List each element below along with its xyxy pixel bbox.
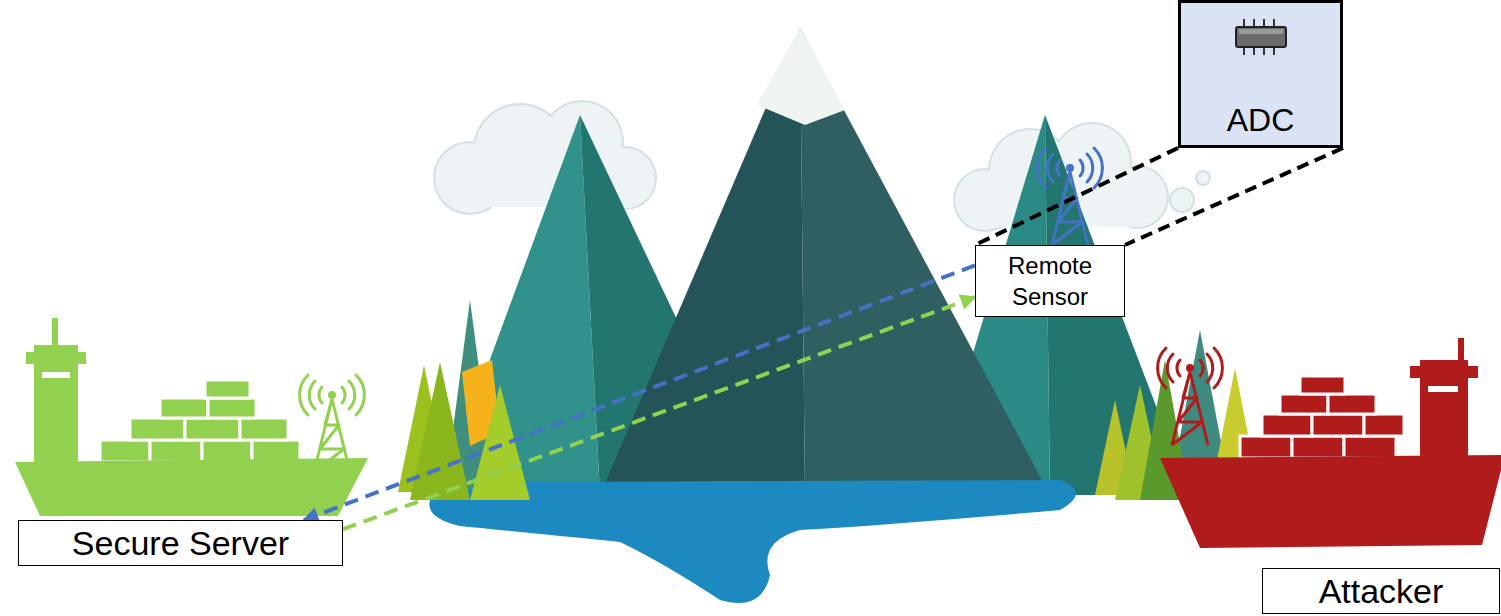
- container: [1364, 414, 1404, 436]
- ship-window: [1428, 386, 1458, 392]
- attacker-label-box: Attacker: [1262, 568, 1500, 614]
- containers: [1240, 376, 1404, 458]
- sensor-label-box: Remote Sensor: [975, 245, 1125, 317]
- snow-cap: [757, 28, 845, 125]
- cloud-bubble: [1196, 171, 1210, 185]
- node-label: ADC: [1227, 102, 1295, 139]
- signal-arrow: [304, 265, 975, 520]
- node-label: Remote Sensor: [1008, 252, 1092, 310]
- green-ship: [15, 318, 368, 516]
- cloud-left: [433, 100, 657, 215]
- container: [130, 418, 185, 440]
- cloud-bubble: [1170, 188, 1194, 212]
- chip-icon: [1226, 15, 1296, 59]
- ship-bridge: [1410, 366, 1478, 378]
- container: [160, 398, 208, 418]
- container: [185, 418, 240, 440]
- container: [1312, 414, 1364, 436]
- ship-window: [42, 372, 70, 378]
- sensor-tower: [1038, 148, 1103, 245]
- signal-arrow: [343, 297, 975, 529]
- container: [1292, 436, 1344, 458]
- ship-bridge: [26, 352, 86, 364]
- container: [205, 380, 250, 398]
- container: [150, 440, 202, 462]
- tree: [470, 385, 530, 500]
- antenna-tower: [1158, 348, 1223, 445]
- red-ship: [1158, 338, 1501, 548]
- container: [1280, 394, 1328, 414]
- container: [208, 398, 256, 418]
- server-label-box: Secure Server: [18, 520, 343, 566]
- node-label: Attacker: [1319, 572, 1444, 611]
- container: [1328, 394, 1376, 414]
- container: [1240, 436, 1292, 458]
- container: [1300, 376, 1345, 394]
- container: [100, 440, 150, 462]
- trees-left: [398, 300, 530, 500]
- antenna-tower: [300, 375, 365, 472]
- zoom-callout-box: ADC: [1178, 0, 1343, 148]
- tree: [410, 362, 470, 500]
- container: [252, 440, 300, 462]
- chip-icon-holder: [1226, 15, 1296, 67]
- callout-line: [975, 148, 1343, 245]
- containers: [100, 380, 300, 462]
- container: [1262, 414, 1312, 436]
- ship-hull: [1160, 455, 1501, 548]
- container: [202, 440, 252, 462]
- container: [240, 418, 288, 440]
- container: [1344, 436, 1396, 458]
- node-label: Secure Server: [72, 524, 289, 563]
